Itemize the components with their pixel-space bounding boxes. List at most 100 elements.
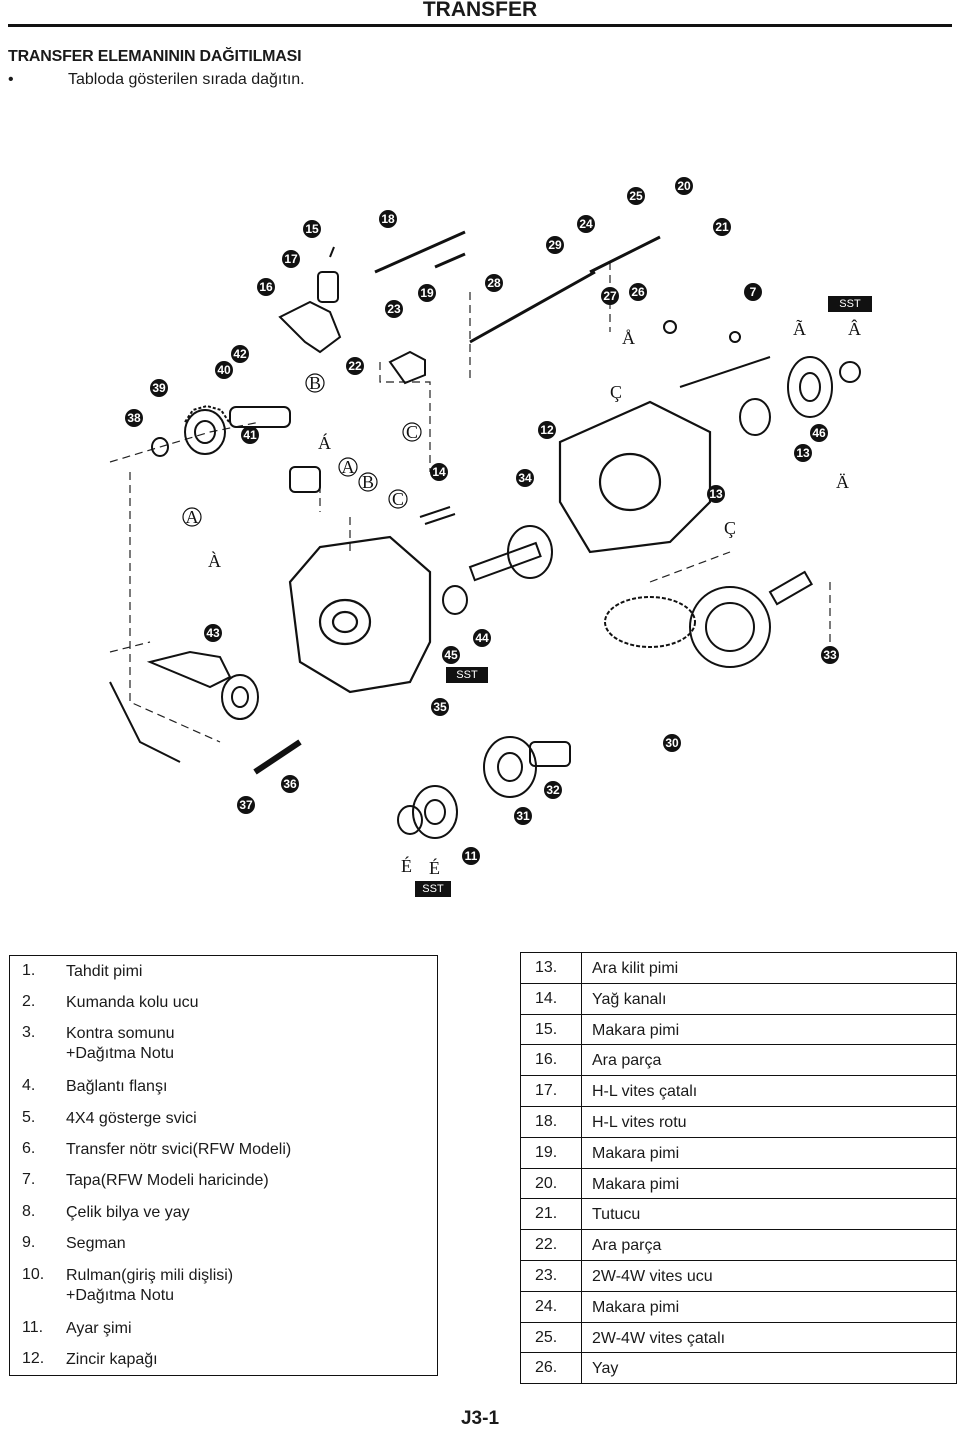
svg-text:45: 45 bbox=[444, 648, 458, 662]
svg-text:36: 36 bbox=[283, 777, 297, 791]
part-name-text: Makara pimi bbox=[592, 1298, 680, 1316]
part-number: 26. bbox=[520, 1352, 582, 1384]
exploded-view-diagram: 11 12 13 13 14 15 16 17 18 19 20 21 22 2… bbox=[109, 177, 872, 897]
callout-19: 19 bbox=[418, 284, 436, 302]
svg-text:44: 44 bbox=[475, 631, 489, 645]
svg-text:35: 35 bbox=[433, 700, 447, 714]
callout-29: 29 bbox=[546, 236, 564, 254]
part-number: 19. bbox=[520, 1137, 582, 1169]
gear-cluster bbox=[151, 404, 291, 457]
callout-16: 16 bbox=[257, 278, 275, 296]
part-number: 1. bbox=[22, 962, 36, 979]
part-name-text: Çelik bilya ve yay bbox=[66, 1203, 190, 1221]
callout-11: 11 bbox=[462, 847, 480, 865]
part-name: Tutucu bbox=[582, 1199, 957, 1230]
svg-text:17: 17 bbox=[284, 252, 298, 266]
svg-text:27: 27 bbox=[603, 289, 617, 303]
part-name: Makara pimi bbox=[582, 1137, 957, 1168]
svg-text:SST: SST bbox=[456, 669, 478, 681]
table-row: 2.Kumanda kolu ucu bbox=[10, 987, 438, 1018]
svg-text:20: 20 bbox=[677, 179, 691, 193]
letter-c-cedilla-2: Ç bbox=[724, 518, 736, 538]
svg-text:30: 30 bbox=[665, 736, 679, 750]
part-name: Rulman(giriş mili dişlisi) +Dağıtma Notu bbox=[66, 1260, 438, 1313]
callout-42: 42 bbox=[231, 345, 249, 363]
letter-a-circled: A bbox=[182, 507, 202, 527]
instruction-text: Tabloda gösterilen sırada dağıtın. bbox=[68, 71, 305, 88]
table-row: 12. Zincir kapağı bbox=[10, 1344, 438, 1375]
callout-31: 31 bbox=[514, 807, 532, 825]
table-row: 15.Makara pimi bbox=[520, 1014, 957, 1045]
callout-12: 12 bbox=[538, 421, 556, 439]
svg-text:15: 15 bbox=[305, 222, 319, 236]
callout-34: 34 bbox=[516, 469, 534, 487]
svg-text:12: 12 bbox=[540, 423, 554, 437]
svg-text:40: 40 bbox=[217, 363, 231, 377]
header-rule bbox=[8, 24, 952, 27]
table-row: 1. Tahdit pimi bbox=[10, 956, 438, 987]
part-name: Zincir kapağı bbox=[66, 1344, 438, 1375]
callout-37: 37 bbox=[237, 796, 255, 814]
part-name: Yağ kanalı bbox=[582, 983, 957, 1014]
svg-text:13: 13 bbox=[709, 487, 723, 501]
small-parts bbox=[289, 320, 741, 525]
callout-18: 18 bbox=[379, 210, 397, 228]
part-name-text: Bağlantı flanşı bbox=[66, 1078, 168, 1096]
part-name-text: Rulman(giriş mili dişlisi) bbox=[66, 1266, 234, 1284]
page-number: J3-1 bbox=[460, 1408, 500, 1429]
letter-b-circled: B bbox=[305, 373, 325, 393]
section-title: TRANSFER ELEMANININ DAĞITILMASI bbox=[8, 48, 302, 65]
letter-e-acute-2: É bbox=[429, 857, 440, 878]
part-number: 4. bbox=[22, 1077, 36, 1095]
chain-output-gear bbox=[604, 570, 814, 668]
svg-text:32: 32 bbox=[546, 783, 560, 797]
part-number: 10. bbox=[22, 1265, 45, 1283]
part-number: 6. bbox=[22, 1140, 36, 1158]
part-name: Makara pimi bbox=[582, 1291, 957, 1322]
letter-a-umlaut: Ä bbox=[836, 472, 849, 492]
svg-text:25: 25 bbox=[629, 189, 643, 203]
part-name-text: Zincir kapağı bbox=[66, 1351, 158, 1369]
svg-text:41: 41 bbox=[243, 428, 257, 442]
callout-45: 45 bbox=[442, 646, 460, 664]
svg-text:37: 37 bbox=[239, 798, 253, 812]
svg-text:18: 18 bbox=[381, 212, 395, 226]
part-number: 3. bbox=[22, 1024, 36, 1042]
callout-25: 25 bbox=[627, 187, 645, 205]
callout-23: 23 bbox=[385, 300, 403, 318]
part-note: +Dağıtma Notu bbox=[66, 1286, 175, 1304]
letter-a-acute: Á bbox=[318, 432, 331, 453]
sst-badge-top: SST bbox=[828, 296, 872, 312]
svg-text:11: 11 bbox=[465, 849, 478, 863]
part-number: 21. bbox=[520, 1198, 582, 1230]
callout-17: 17 bbox=[282, 250, 300, 268]
table-row: 4. Bağlantı flanşı bbox=[10, 1071, 438, 1102]
table-row: 21.Tutucu bbox=[520, 1198, 957, 1230]
part-name-text: Ara parça bbox=[592, 1237, 662, 1255]
part-name: Tahdit pimi bbox=[66, 956, 438, 987]
part-name: H-L vites rotu bbox=[582, 1106, 957, 1137]
svg-text:29: 29 bbox=[548, 238, 562, 252]
part-name-text: 2W-4W vites çatalı bbox=[592, 1329, 726, 1347]
part-number: 17. bbox=[520, 1075, 582, 1107]
table-row: 23.2W-4W vites ucu bbox=[520, 1260, 957, 1292]
part-name-text: Yay bbox=[592, 1360, 619, 1378]
svg-text:46: 46 bbox=[812, 426, 826, 440]
part-name: Ara parça bbox=[582, 1045, 957, 1076]
sst-badge-bottom: SST bbox=[415, 881, 451, 897]
table-row: 11.Ayar şimi bbox=[10, 1313, 438, 1344]
part-number: 12. bbox=[22, 1350, 45, 1368]
table-row: 10. Rulman(giriş mili dişlisi) +Dağıtma No… bbox=[10, 1260, 438, 1313]
part-name-text: 2W-4W vites ucu bbox=[592, 1267, 713, 1285]
callout-28: 28 bbox=[485, 274, 503, 292]
part-name: Yay bbox=[582, 1353, 957, 1384]
callout-32: 32 bbox=[544, 781, 562, 799]
callout-33: 33 bbox=[821, 646, 839, 664]
part-name-text: H-L vites rotu bbox=[592, 1113, 687, 1131]
callout-14: 14 bbox=[430, 463, 448, 481]
part-name-text: Yağ kanalı bbox=[592, 990, 667, 1008]
callout-35: 35 bbox=[431, 698, 449, 716]
part-name: Ara kilit pimi bbox=[582, 953, 957, 984]
callout-39: 39 bbox=[150, 379, 168, 397]
